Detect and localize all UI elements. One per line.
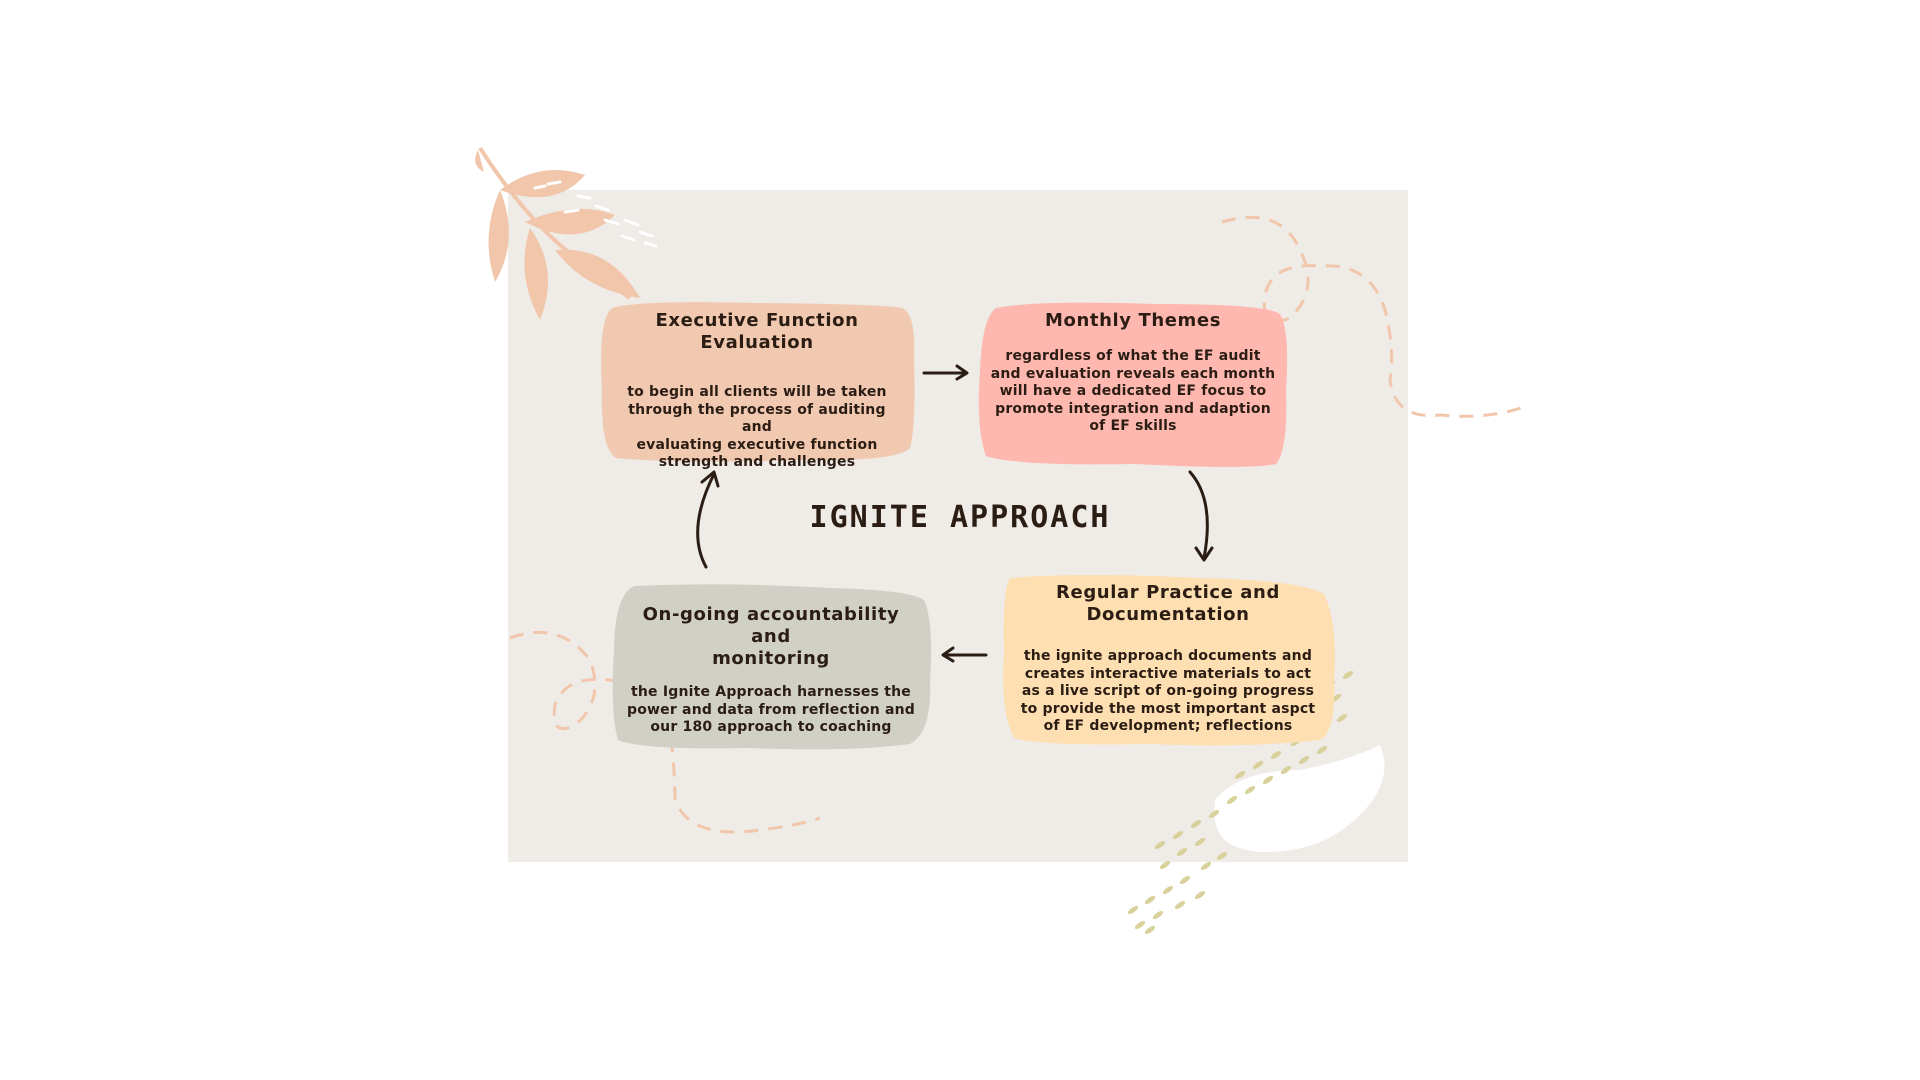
- arrow-left-icon: [943, 648, 986, 661]
- step-description-line: evaluating executive function: [636, 437, 877, 453]
- step-description-line: and evaluation reveals each month: [991, 366, 1276, 382]
- step-description-line: regardless of what the EF audit: [1005, 348, 1260, 364]
- arrow-down-curved-icon: [1190, 472, 1212, 560]
- step-title-line: Evaluation: [700, 332, 813, 353]
- step-description-line: creates interactive materials to act: [1025, 666, 1311, 682]
- step-description-line: the Ignite Approach harnesses the: [631, 684, 911, 700]
- step-description-line: through the process of auditing and: [628, 402, 885, 436]
- step-description-line: our 180 approach to coaching: [650, 719, 891, 735]
- diagram-title: IGNITE APPROACH: [760, 500, 1160, 535]
- step-title-line: monitoring: [712, 648, 830, 669]
- step-box-accountability: On-going accountability and monitoring t…: [610, 582, 932, 752]
- step-title-line: Regular Practice and: [1056, 582, 1280, 603]
- arrow-right-icon: [924, 366, 967, 379]
- step-description-line: to provide the most important aspct: [1021, 701, 1316, 717]
- step-description-line: promote integration and adaption: [995, 401, 1271, 417]
- step-description-line: to begin all clients will be taken: [627, 384, 886, 400]
- arrow-up-curved-icon: [698, 472, 718, 567]
- step-title-line: Documentation: [1086, 604, 1249, 625]
- step-description-line: strength and challenges: [659, 454, 855, 470]
- step-description-line: will have a dedicated EF focus to: [1000, 383, 1267, 399]
- step-title-line: Executive Function: [655, 310, 858, 331]
- step-box-regular-practice: Regular Practice and Documentation the i…: [1000, 572, 1336, 748]
- step-description-line: power and data from reflection and: [627, 702, 915, 718]
- step-description-line: of EF development; reflections: [1044, 718, 1293, 734]
- step-description-line: of EF skills: [1089, 418, 1176, 434]
- step-title: Monthly Themes: [1045, 310, 1221, 331]
- step-box-evaluation: Executive Function Evaluation to begin a…: [598, 298, 916, 464]
- step-title-line: On-going accountability and: [643, 604, 900, 647]
- step-description-line: the ignite approach documents and: [1024, 648, 1312, 664]
- step-box-monthly-themes: Monthly Themes regardless of what the EF…: [976, 300, 1290, 468]
- step-description-line: as a live script of on-going progress: [1022, 683, 1314, 699]
